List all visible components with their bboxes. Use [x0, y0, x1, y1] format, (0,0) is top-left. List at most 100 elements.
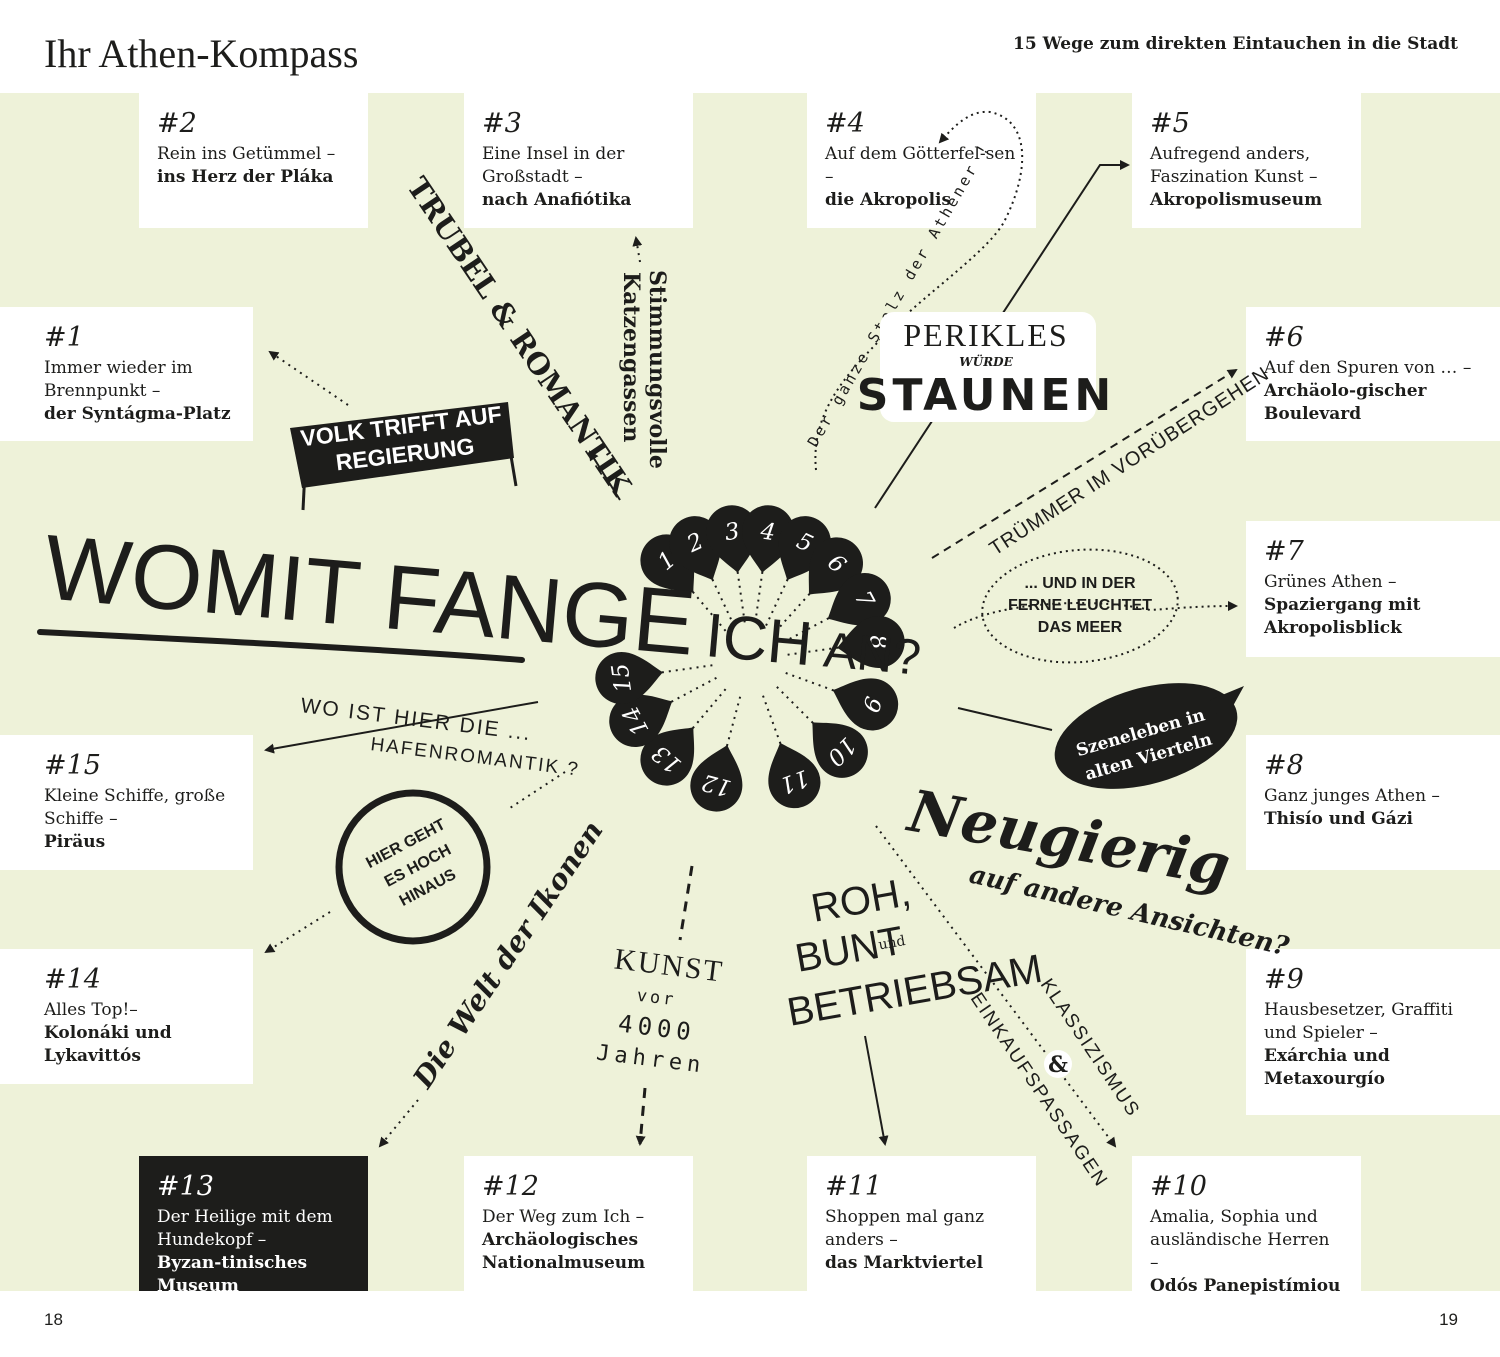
card-12: #12 Der Weg zum Ich – Archäologisches Na…	[464, 1156, 693, 1291]
card-number: #2	[157, 108, 197, 139]
bubble-szene: Szeneleben in alten Vierteln	[1054, 683, 1244, 789]
card-10: #10 Amalia, Sophia und ausländische Herr…	[1132, 1156, 1361, 1296]
card-highlight: nach Anafiótika	[482, 190, 632, 210]
card-9: #9 Hausbesetzer, Graffiti und Spieler – …	[1246, 949, 1500, 1115]
kunst-line-1: KUNST	[613, 942, 726, 988]
arrow-1	[268, 350, 349, 406]
label-amp: &	[1048, 1052, 1068, 1078]
card-5: #5 Aufregend anders, Faszination Kunst –…	[1132, 93, 1361, 228]
card-13: #13 Der Heilige mit dem Hundekopf – Byza…	[139, 1156, 368, 1296]
arrow-4	[814, 110, 1024, 471]
card-14: #14 Alles Top!– Kolonáki und Lykavittós	[0, 949, 253, 1084]
pin-2: 2	[660, 507, 737, 592]
card-number: #4	[825, 108, 865, 139]
roh-line-3: und	[877, 933, 906, 953]
sign-volk: VOLK TRIFFT AUF REGIERUNG	[290, 401, 518, 511]
page-number-left: 18	[44, 1310, 63, 1329]
card-text: Kleine Schiffe, große Schiffe –	[44, 786, 226, 829]
ellipse-meer	[981, 548, 1179, 664]
pin-12: 12	[684, 738, 753, 818]
pin-3: 3	[702, 501, 764, 577]
card-number: #10	[1150, 1171, 1207, 1202]
card-highlight: Odós Panepistímiou	[1150, 1276, 1341, 1296]
card-number: #5	[1150, 108, 1190, 139]
arrow-15	[264, 701, 539, 754]
arrow-3	[632, 236, 643, 263]
card-highlight: Exárchia und Metaxourgío	[1264, 1046, 1390, 1089]
arrow-6	[931, 368, 1238, 559]
card-number: #11	[825, 1171, 882, 1202]
card-text: Der Heilige mit dem Hundekopf –	[157, 1207, 333, 1250]
card-highlight: Piräus	[44, 832, 106, 852]
card-15: #15 Kleine Schiffe, große Schiffe – Pirä…	[0, 735, 253, 870]
pin-14: 14	[600, 678, 685, 757]
pin-7: 7	[815, 563, 900, 642]
pin-13: 13	[629, 710, 714, 797]
pin-number: 8	[864, 633, 892, 651]
pin-number: 4	[758, 518, 777, 546]
card-number: #6	[1264, 322, 1304, 353]
card-text: Aufregend anders, Faszination Kunst –	[1150, 144, 1318, 187]
card-highlight: die Akropolis	[825, 190, 952, 210]
arrow-11	[864, 1035, 889, 1146]
card-text: Alles Top!–	[44, 1000, 138, 1020]
card-text: Auf den Spuren von … –	[1264, 358, 1472, 378]
card-7: #7 Grünes Athen – Spaziergang mit Akropo…	[1246, 521, 1500, 657]
card-highlight: ins Herz der Pláka	[157, 167, 334, 187]
arrow-14b	[264, 911, 331, 954]
card-number: #9	[1264, 964, 1304, 995]
card-number: #13	[157, 1171, 214, 1202]
card-highlight: der Syntágma-Platz	[44, 404, 231, 424]
card-6: #6 Auf den Spuren von … – Archäolo-gisch…	[1246, 307, 1500, 441]
hafen-line-2: HAFENROMANTIK ?	[369, 734, 581, 781]
card-2: #2 Rein ins Getümmel – ins Herz der Plák…	[139, 93, 368, 228]
page-subtitle: 15 Wege zum direkten Eintauchen in die S…	[1013, 34, 1458, 54]
card-text: Auf dem Götterfel-sen –	[825, 144, 1016, 187]
card-text: Hausbesetzer, Graffiti und Spieler –	[1264, 1000, 1453, 1043]
meer-line-1: ... UND IN DER	[1024, 575, 1136, 592]
amp-circle	[1044, 1050, 1072, 1078]
arrow-8	[957, 707, 1053, 731]
card-text: Eine Insel in der Großstadt –	[482, 144, 625, 187]
perikles-line-2: WÜRDE	[959, 353, 1013, 369]
kunst-line-2: vor	[636, 986, 678, 1011]
pin-4: 4	[736, 501, 798, 577]
card-number: #1	[44, 322, 84, 353]
card-highlight: Kolonáki und Lykavittós	[44, 1023, 172, 1066]
card-text: Amalia, Sophia und ausländische Herren –	[1150, 1207, 1330, 1273]
pin-11: 11	[755, 733, 828, 816]
pin-number: 15	[607, 662, 637, 695]
pin-15: 15	[591, 646, 667, 708]
headline-underline	[37, 629, 525, 663]
page-number-right: 19	[1439, 1310, 1458, 1329]
card-4: #4 Auf dem Götterfel-sen – die Akropolis	[807, 93, 1036, 228]
card-number: #12	[482, 1171, 539, 1202]
card-highlight: das Marktviertel	[825, 1253, 984, 1273]
pin-5: 5	[763, 507, 840, 592]
card-text: Ganz junges Athen –	[1264, 786, 1440, 806]
pin-8: 8	[833, 612, 909, 674]
card-text: Shoppen mal ganz anders –	[825, 1207, 985, 1250]
card-highlight: Byzan-tinisches Museum	[157, 1253, 308, 1296]
arrow-12a	[678, 865, 694, 941]
card-text: Grünes Athen –	[1264, 572, 1397, 592]
card-text: Immer wieder im Brennpunkt –	[44, 358, 193, 401]
roh-line-2-group: BUNT und	[792, 919, 907, 981]
card-highlight: Archäologisches Nationalmuseum	[482, 1230, 646, 1273]
card-8: #8 Ganz junges Athen – Thisío und Gázi	[1246, 735, 1500, 870]
card-text: Rein ins Getümmel –	[157, 144, 336, 164]
pin-10: 10	[793, 703, 879, 789]
card-text: Der Weg zum Ich –	[482, 1207, 645, 1227]
card-3: #3 Eine Insel in der Großstadt – nach An…	[464, 93, 693, 228]
arrow-12b	[635, 1087, 647, 1146]
pin-6: 6	[789, 526, 874, 612]
card-number: #8	[1264, 750, 1304, 781]
card-highlight: Archäolo-gischer Boulevard	[1264, 381, 1427, 424]
card-11: #11 Shoppen mal ganz anders – das Marktv…	[807, 1156, 1036, 1291]
pin-9: 9	[823, 665, 906, 738]
circle-hoch	[335, 789, 491, 945]
card-1: #1 Immer wieder im Brennpunkt – der Synt…	[0, 307, 253, 441]
card-number: #3	[482, 108, 522, 139]
arrow-2	[588, 450, 621, 501]
